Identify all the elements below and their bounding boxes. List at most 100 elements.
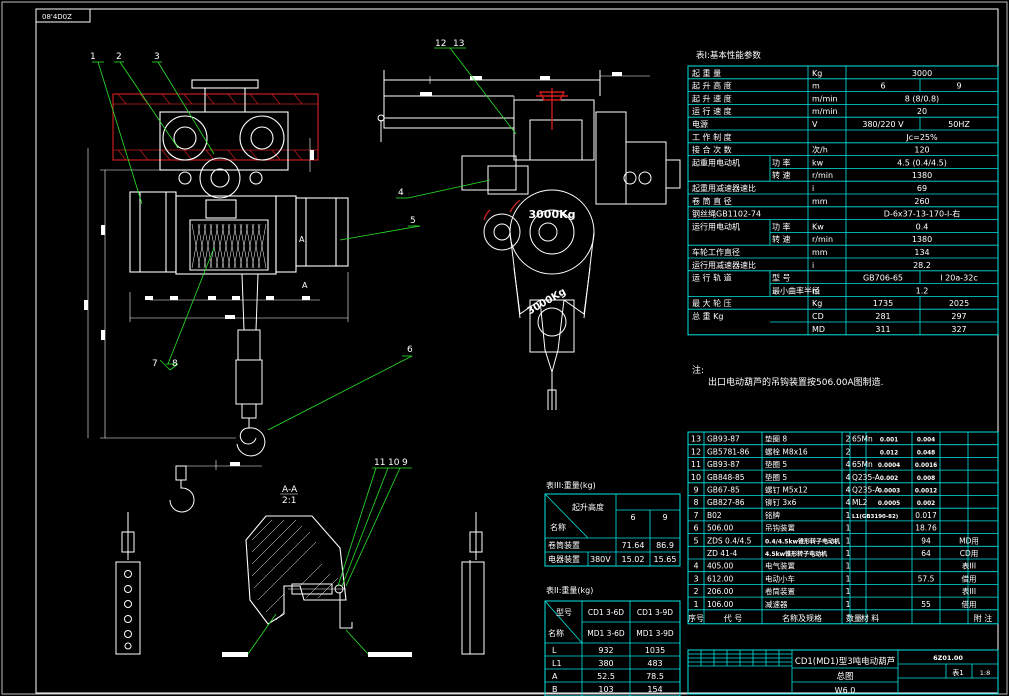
table2-value: 78.5 [646, 672, 664, 681]
bom-note: 表III [962, 586, 976, 596]
bom-weight-unit: 0.0005 [878, 501, 900, 507]
param-name: 起 升 高 度 [692, 81, 732, 91]
param-unit: MD [812, 325, 825, 334]
bom-code: 612.00 [707, 574, 733, 583]
bom-name: 减速器 [765, 599, 788, 609]
bom-code: ZDS 0.4/4.5 [707, 536, 752, 545]
bom-no: 8 [693, 498, 698, 507]
param-unit: Kw [812, 222, 824, 231]
bom-note: MD用 [959, 536, 979, 545]
bom-no: 3 [693, 574, 698, 583]
param-name: 接 合 次 数 [692, 145, 732, 155]
param-name: 工 作 制 度 [692, 132, 732, 142]
table2-value: 932 [598, 646, 613, 655]
param-unit: mm [812, 197, 828, 206]
bom-qty: 1 [845, 511, 850, 520]
pendant-front [115, 512, 141, 655]
drawing-scale: 1:8 [980, 669, 990, 677]
bom-no: 6 [693, 524, 698, 533]
param-name: 起 升 速 度 [692, 93, 732, 103]
table3-row-extra: 380V [590, 555, 611, 564]
bom-header-material: 材 料 [861, 613, 880, 623]
note-label: 注: [692, 364, 704, 376]
table2-value: 52.5 [597, 672, 615, 681]
bom-header-qty: 数量 [846, 613, 862, 623]
callout-9: 9 [402, 458, 408, 468]
bom-no: 11 [691, 460, 701, 469]
table3-title: 表III:重量(kg) [546, 480, 596, 490]
bom-name: 螺钉 M5x12 [765, 485, 808, 495]
drum-grooves [191, 223, 267, 269]
table2-value: 483 [647, 659, 662, 668]
bom-code: 206.00 [707, 587, 733, 596]
bom-qty: 1 [845, 562, 850, 571]
table3-value: 71.64 [622, 541, 645, 550]
bom-header-note: 附 注 [974, 613, 993, 623]
callout-5: 5 [410, 216, 416, 226]
bom-weight-total: 0.0012 [915, 489, 937, 495]
callout-11: 11 [374, 458, 385, 468]
bom-qty: 1 [845, 574, 850, 583]
param-name: 钢丝绳GB1102-74 [692, 209, 761, 219]
bom-no: 10 [691, 473, 701, 482]
param-unit: m [812, 82, 820, 91]
rail-outline [112, 93, 319, 161]
table1-title: 表I:基本性能参数 [696, 50, 761, 61]
param-unit: m/min [812, 94, 838, 103]
section-leaders [337, 467, 412, 587]
front-callouts: 1 2 3 7 8 6 [90, 52, 413, 369]
table2-value: 154 [647, 685, 662, 694]
bom-material: Q235-A [852, 486, 881, 495]
table3-header-left: 名称 [550, 522, 566, 532]
bom-frame [687, 431, 999, 625]
bom-header-name: 名称及规格 [782, 613, 822, 623]
callout-10: 10 [388, 458, 400, 468]
table2-row-name: L1 [552, 659, 562, 668]
table2-value: 1035 [645, 646, 665, 655]
param-value2: 297 [951, 312, 966, 321]
param-name: 起重用电动机 [692, 157, 740, 167]
table3-value: 15.65 [654, 555, 677, 564]
drawing-subtitle: 总图 [836, 671, 853, 682]
bom-code: GB827-86 [707, 498, 745, 507]
bom-weight-total: 57.5 [918, 574, 935, 583]
param-name: 运 行 速 度 [692, 106, 732, 116]
param-unit: Kg [812, 69, 822, 78]
param-sub: 型 号 [772, 274, 791, 283]
param-value: 6 [880, 82, 885, 91]
table3-row-name: 卷筒装置 [548, 540, 580, 550]
table3-frame [544, 493, 681, 567]
bom-weight-unit: 0.012 [880, 450, 898, 456]
bom-material: Q235-A [852, 473, 881, 482]
bom-weight-unit: 0.001 [880, 438, 898, 444]
bom-note: 借用 [962, 573, 977, 583]
sheave-label: 3000Kg [525, 286, 568, 317]
param-value: 0.4 [916, 222, 929, 231]
table3-header-top: 起升高度 [572, 502, 604, 512]
param-value2: I 20a-32c [940, 274, 977, 283]
inner-frame [35, 8, 999, 694]
bom-name: 电气装置 [765, 561, 795, 571]
bom-qty: 1 [845, 549, 850, 558]
param-value: 8 (8/0.8) [905, 94, 939, 103]
bom-name: 螺栓 M8x16 [765, 446, 808, 456]
param-value: 281 [875, 312, 890, 321]
bom-name: 4.5kw锥形转子电动机 [765, 550, 827, 558]
bom-qty: 4 [845, 498, 850, 507]
param-value: 69 [917, 184, 927, 193]
table2-header-name: 名称 [548, 628, 564, 638]
table2-row-name: L [552, 646, 557, 655]
param-unit: 次/h [812, 145, 828, 155]
table2-title: 表II:重量(kg) [546, 585, 593, 595]
bom-weight-unit: 0.0004 [878, 463, 900, 469]
bom-qty: 1 [845, 587, 850, 596]
callout-3: 3 [154, 52, 160, 62]
bom-weight-total: 94 [921, 536, 931, 545]
view-label-a: A [299, 235, 305, 244]
red-handwheel [483, 88, 568, 221]
section-label: A-A [282, 485, 298, 495]
param-value: 120 [914, 146, 929, 155]
